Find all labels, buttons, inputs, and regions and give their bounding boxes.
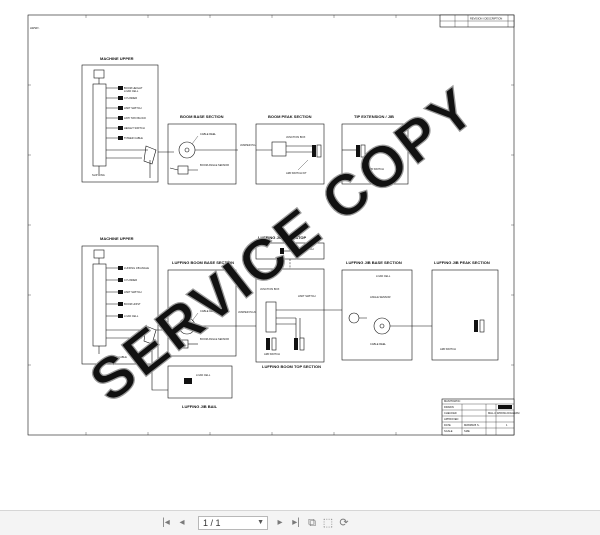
svg-text:CYLINDER: CYLINDER bbox=[124, 278, 137, 282]
lower-slip-ring-column bbox=[92, 263, 107, 347]
upper-junction-box bbox=[93, 69, 105, 79]
svg-text:BOOM ANGLE SENSOR: BOOM ANGLE SENSOR bbox=[200, 163, 229, 167]
luffing-jib-base-box bbox=[341, 269, 413, 361]
title-block: MANITOWOC MHL-C WIRING DIAGRAM MWD8025 S… bbox=[441, 398, 519, 436]
luffing-boom-base-label: LUFFING BOOM BASE SECTION bbox=[172, 260, 234, 265]
svg-text:JUNCTION BOX: JUNCTION BOX bbox=[286, 135, 306, 139]
chevron-down-icon: ▼ bbox=[257, 519, 264, 526]
svg-text:LOAD CELL: LOAD CELL bbox=[196, 373, 211, 377]
luffing-jib-peak-box bbox=[431, 269, 499, 361]
svg-text:SIZE: SIZE bbox=[464, 429, 470, 433]
svg-text:CHECKED: CHECKED bbox=[444, 411, 457, 415]
first-page-icon[interactable]: |◂ bbox=[162, 517, 170, 528]
svg-text:CABLE REEL: CABLE REEL bbox=[370, 342, 387, 346]
upper-diagram: MACHINE UPPER BOOM HEIGHT LOAD CELL CYLI… bbox=[81, 56, 409, 185]
svg-text:LIMIT SWITCH: LIMIT SWITCH bbox=[296, 247, 314, 251]
svg-text:BOOM HOIST: BOOM HOIST bbox=[124, 302, 141, 306]
svg-text:MWD8025 S.: MWD8025 S. bbox=[464, 423, 480, 427]
svg-text:TOWER CABLE: TOWER CABLE bbox=[124, 136, 143, 140]
luffing-jib-backstop-label: LUFFING JIB BACKSTOP bbox=[258, 235, 306, 240]
previous-page-icon[interactable]: ◂ bbox=[179, 517, 185, 528]
upper-angle-sensor bbox=[177, 165, 189, 175]
svg-text:A2B SWITCH: A2B SWITCH bbox=[264, 352, 280, 356]
svg-text:CABLE REEL: CABLE REEL bbox=[200, 309, 217, 313]
svg-text:LOAD CELL: LOAD CELL bbox=[376, 274, 391, 278]
svg-text:MHL-C WIRING DIAGRAM: MHL-C WIRING DIAGRAM bbox=[488, 411, 519, 415]
revision-table: REVISION / DESCRIPTION bbox=[439, 14, 515, 28]
upper-machine-upper-label: MACHINE UPPER bbox=[100, 56, 134, 61]
svg-text:LOAD CELL: LOAD CELL bbox=[124, 89, 139, 93]
svg-text:JUMPER PLUG: JUMPER PLUG bbox=[238, 310, 256, 314]
svg-text:BOOM ANGLE SENSOR: BOOM ANGLE SENSOR bbox=[200, 337, 229, 341]
svg-text:DRAWN: DRAWN bbox=[444, 405, 454, 409]
lower-diagram: MACHINE UPPER LUFFING JIB ANGLE CYLINDER… bbox=[81, 235, 499, 409]
svg-text:CABLE REEL: CABLE REEL bbox=[200, 132, 217, 136]
lower-top-junction-box bbox=[265, 301, 277, 333]
luffing-jib-bail-box bbox=[167, 365, 233, 399]
svg-text:SCALE: SCALE bbox=[444, 429, 453, 433]
svg-text:LUFFING JIB ANGLE: LUFFING JIB ANGLE bbox=[124, 266, 149, 270]
svg-text:A2B SWITCH: A2B SWITCH bbox=[368, 167, 384, 171]
svg-text:ANGLE SENSOR: ANGLE SENSOR bbox=[370, 295, 391, 299]
border-ticks bbox=[28, 15, 514, 435]
svg-text:TOWER CABLE: TOWER CABLE bbox=[108, 355, 127, 359]
upper-peak-junction-box bbox=[271, 141, 287, 157]
svg-text:MANITOWOC: MANITOWOC bbox=[444, 399, 461, 403]
luffing-jib-bail-label: LUFFING JIB BAIL bbox=[182, 404, 218, 409]
upper-boom-base-label: BOOM BASE SECTION bbox=[180, 114, 224, 119]
rotate-icon[interactable]: ⟳ bbox=[339, 517, 349, 529]
upper-tip-extension-label: TIP EXTENSION / JIB bbox=[354, 114, 394, 119]
svg-text:A2B SWITCH: A2B SWITCH bbox=[440, 347, 456, 351]
svg-text:JUNCTION BOX: JUNCTION BOX bbox=[260, 287, 280, 291]
luffing-jib-base-label: LUFFING JIB BASE SECTION bbox=[346, 260, 402, 265]
svg-text:LIMIT SWITCH: LIMIT SWITCH bbox=[124, 290, 142, 294]
page-number-select[interactable]: 1 / 1 ▼ bbox=[198, 516, 268, 530]
svg-text:REVISION / DESCRIPTION: REVISION / DESCRIPTION bbox=[470, 17, 502, 21]
svg-text:LIMIT SWITCH: LIMIT SWITCH bbox=[124, 106, 142, 110]
next-page-icon[interactable]: ▸ bbox=[277, 517, 283, 528]
svg-text:JUMPER PLUG: JUMPER PLUG bbox=[240, 143, 258, 147]
svg-text:APPROVED: APPROVED bbox=[444, 417, 459, 421]
svg-text:LIMIT SWITCH: LIMIT SWITCH bbox=[298, 294, 316, 298]
page-indicator: 1 / 1 bbox=[203, 518, 221, 528]
luffing-jib-peak-label: LUFFING JIB PEAK SECTION bbox=[434, 260, 490, 265]
svg-text:HEIGHT SWITCH: HEIGHT SWITCH bbox=[124, 126, 145, 130]
svg-text:DATE: DATE bbox=[444, 423, 451, 427]
upper-boom-peak-label: BOOM PEAK SECTION bbox=[268, 114, 312, 119]
last-page-icon[interactable]: ▸| bbox=[292, 517, 300, 528]
upper-tip-extension-box bbox=[341, 123, 409, 185]
svg-text:A2B SWITCH KIT: A2B SWITCH KIT bbox=[286, 171, 307, 175]
svg-text:LOAD CELL: LOAD CELL bbox=[124, 314, 139, 318]
lower-machine-upper-label: MACHINE UPPER bbox=[100, 236, 134, 241]
wiring-diagram-sheet: HWSP/.. REVISION / DESCRIPTION MACHINE U… bbox=[27, 14, 519, 436]
upper-slip-ring-column bbox=[92, 83, 107, 167]
corner-label: HWSP/.. bbox=[30, 26, 40, 30]
svg-text:1: 1 bbox=[506, 423, 508, 427]
svg-text:BOOM HEIGHT: BOOM HEIGHT bbox=[124, 86, 143, 90]
fit-width-icon[interactable]: ⬚ bbox=[322, 517, 334, 529]
fit-page-icon[interactable]: ⧉ bbox=[308, 517, 316, 529]
svg-text:SLIP RING: SLIP RING bbox=[92, 173, 105, 177]
svg-text:ANTI TWO BLOCK: ANTI TWO BLOCK bbox=[124, 116, 146, 120]
luffing-boom-top-label: LUFFING BOOM TOP SECTION bbox=[262, 364, 321, 369]
svg-text:CYLINDER: CYLINDER bbox=[124, 96, 137, 100]
pdf-viewer-toolbar: |◂ ◂ 1 / 1 ▼ ▸ ▸| ⧉ ⬚ ⟳ bbox=[0, 510, 600, 535]
